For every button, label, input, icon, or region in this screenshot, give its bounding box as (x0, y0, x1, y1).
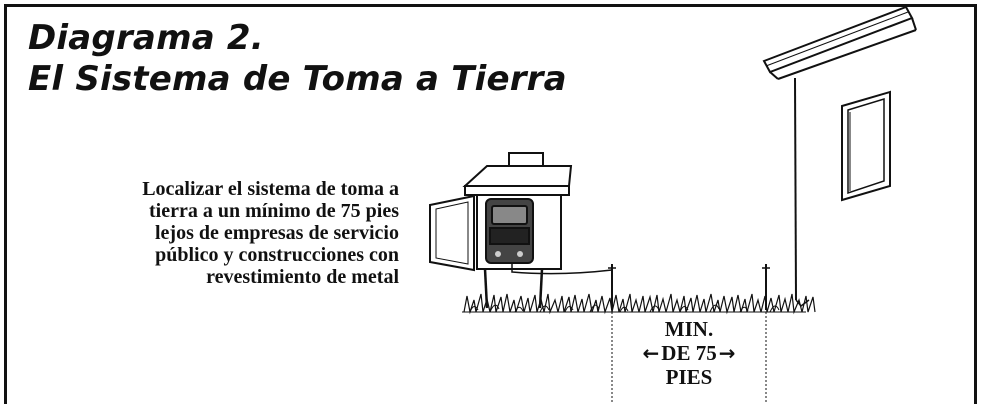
placement-note: Localizar el sistema de toma a tierra a … (18, 178, 399, 288)
distance-min: MIN. (664, 317, 714, 341)
note-line-3: lejos de empresas de servicio (154, 222, 399, 244)
note-line-2: tierra a un mínimo de 75 pies (149, 200, 399, 222)
arrow-left-icon: ← (642, 341, 660, 365)
note-line-1: Localizar el sistema de toma a (142, 178, 399, 200)
fence-controller-icon (429, 152, 613, 309)
note-line-5: revestimiento de metal (206, 266, 399, 288)
distance-arrow-row: ← DE 75 → (612, 341, 766, 365)
ground-rod-icon (608, 264, 770, 404)
house-icon (762, 5, 917, 308)
title-line-1: Diagrama 2. (28, 18, 264, 58)
note-line-4: público y construcciones con (155, 244, 399, 266)
distance-label: MIN. ← DE 75 → PIES (612, 317, 766, 389)
title-line-2: El Sistema de Toma a Tierra (28, 59, 567, 99)
diagram-title: Diagrama 2. El Sistema de Toma a Tierra (28, 18, 567, 100)
grass-icon (462, 293, 816, 315)
distance-unit: PIES (665, 365, 713, 389)
arrow-right-icon: → (718, 341, 736, 365)
distance-value: DE 75 (661, 341, 717, 365)
